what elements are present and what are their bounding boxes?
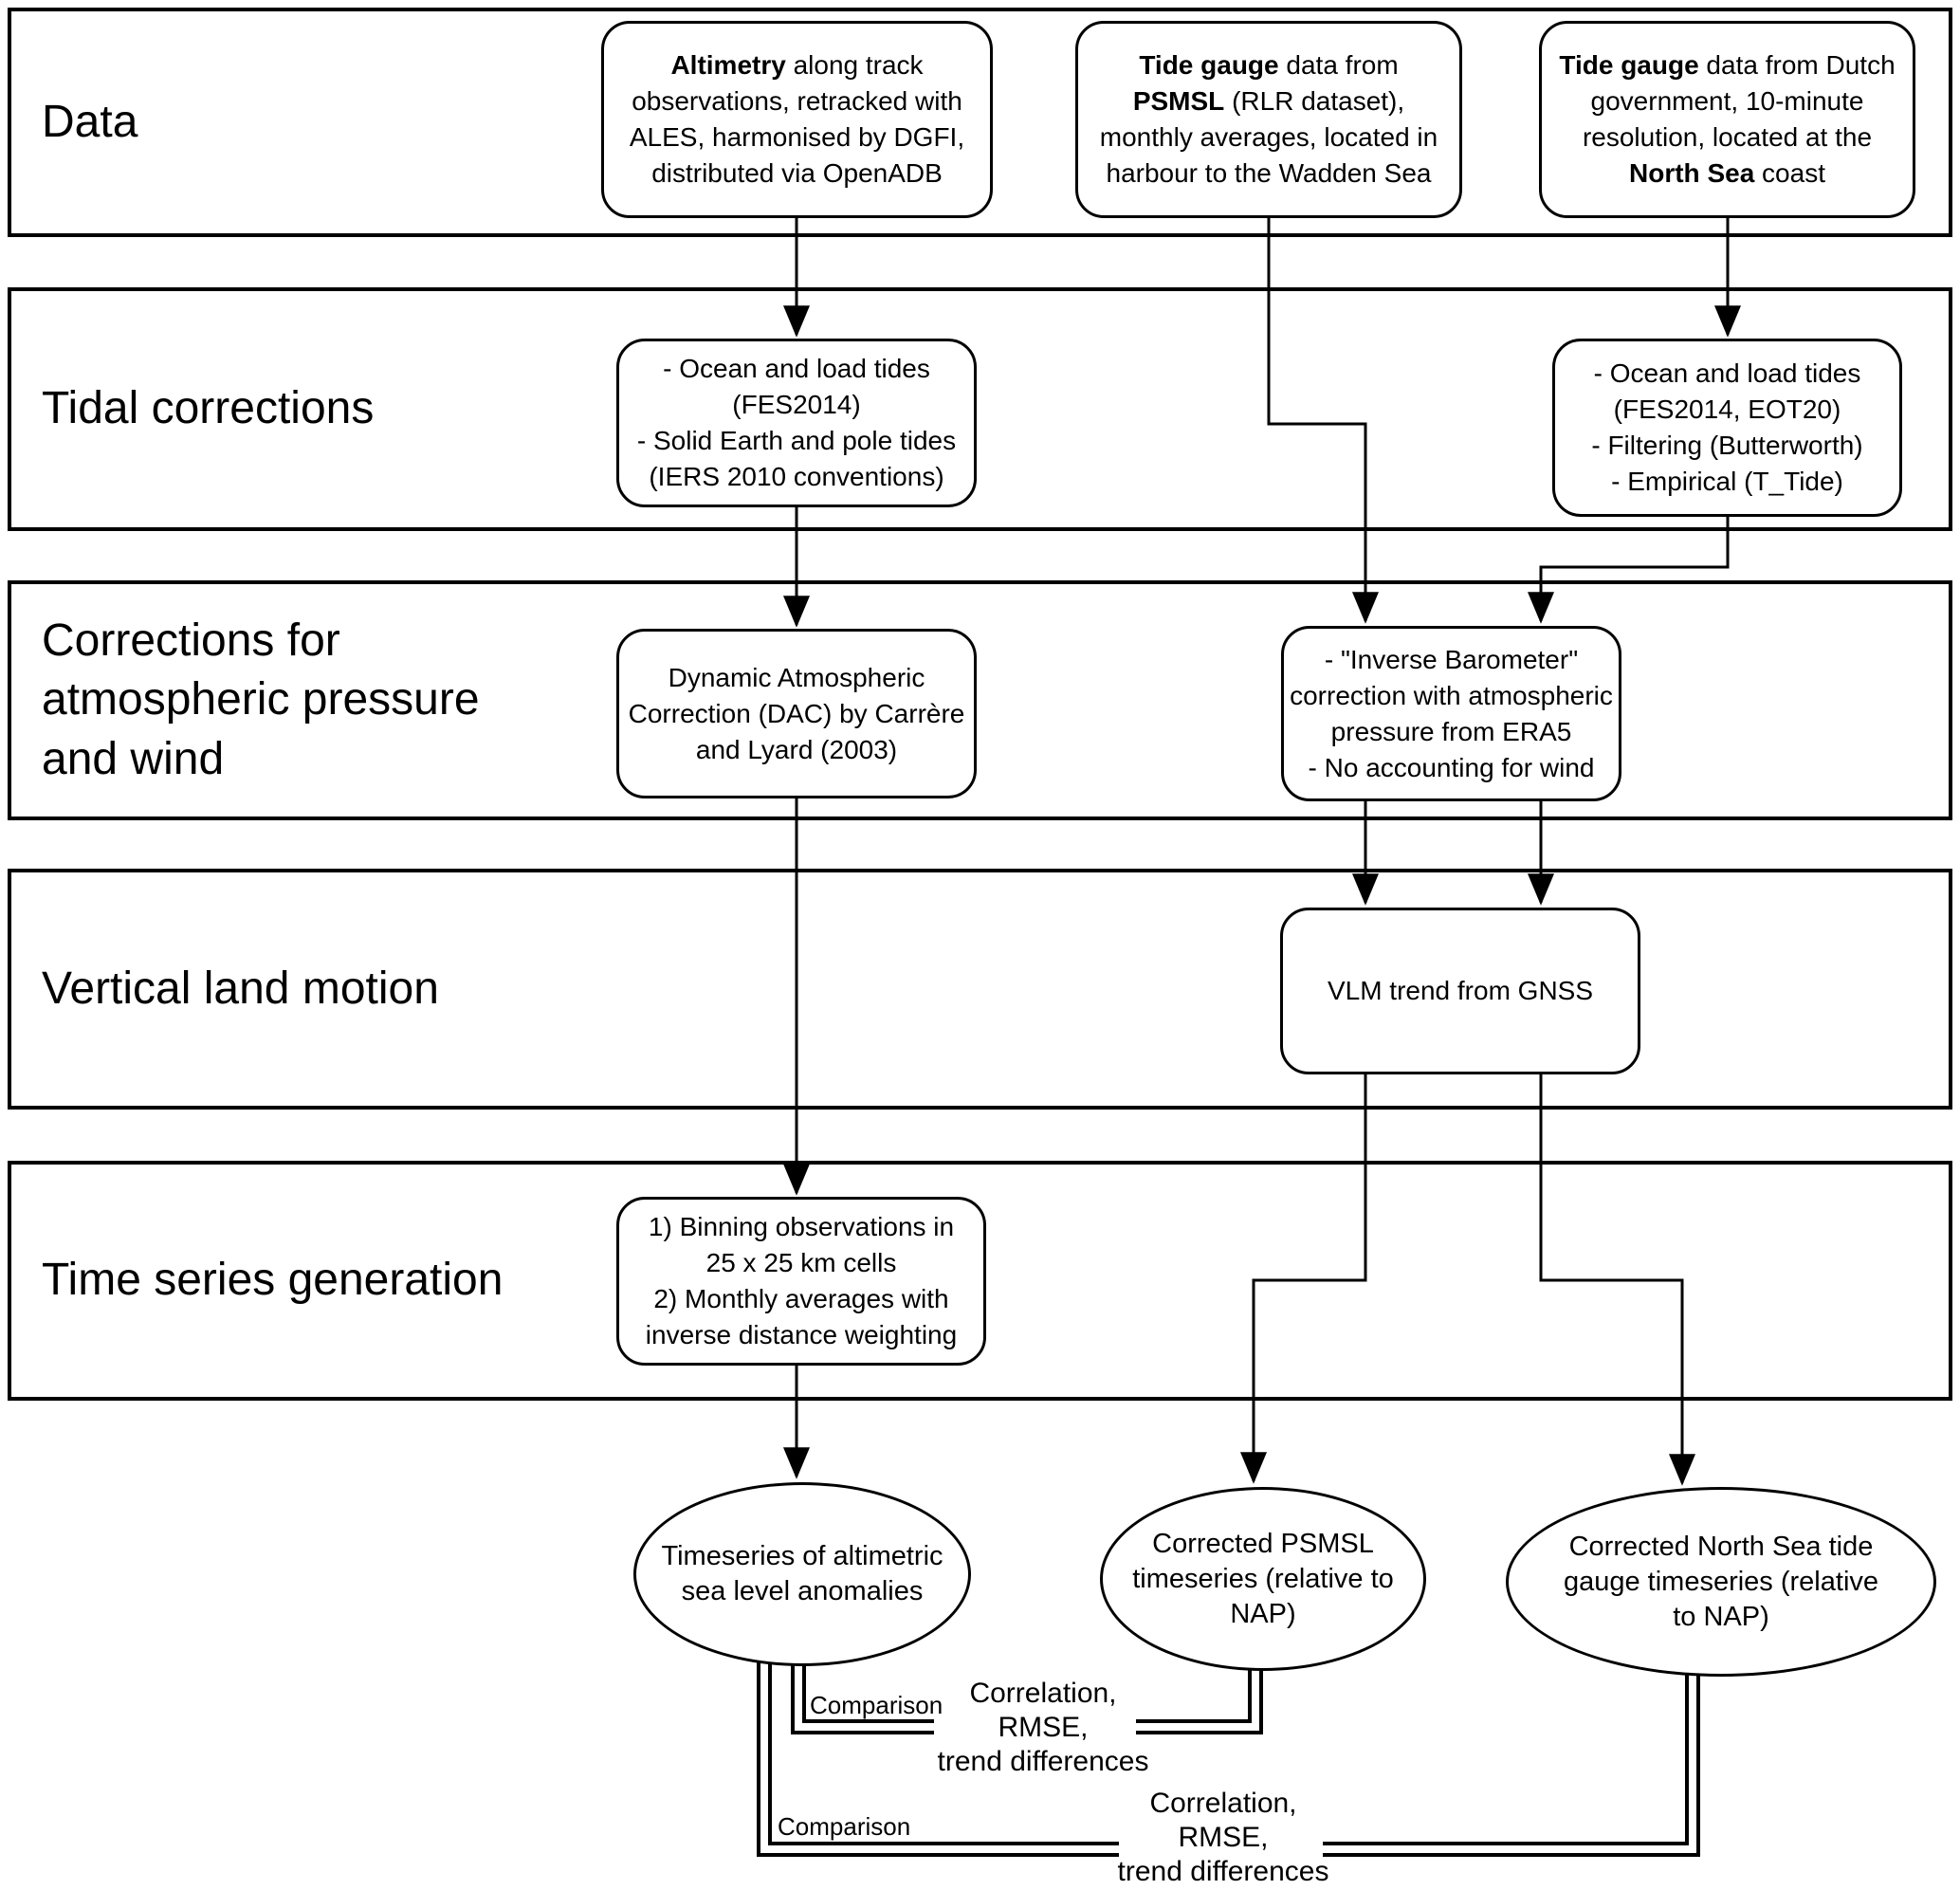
arrow-vlm-to-northsea-ellipse bbox=[1539, 1074, 1695, 1486]
comparison2-link-right bbox=[1323, 1665, 1700, 1857]
comparison1-link-left-gap bbox=[795, 1652, 934, 1731]
arrow-psmsl-to-inverse-barometer bbox=[1267, 218, 1379, 624]
box-tidal-corrections-dutch: - Ocean and load tides(FES2014, EOT20)- … bbox=[1552, 339, 1902, 517]
comparison2-link-left-gap bbox=[760, 1652, 1119, 1853]
row-label-data: Data bbox=[42, 96, 138, 147]
arrow-tidal-dutch-to-inverse-barometer bbox=[1528, 517, 1730, 624]
box-inverse-barometer: - "Inverse Barometer"correction with atm… bbox=[1281, 626, 1621, 801]
row-label-time-series-generation: Time series generation bbox=[42, 1255, 504, 1306]
comparison2-metrics: Correlation,RMSE,trend differences bbox=[1117, 1788, 1329, 1887]
row-label-vertical-land-motion: Vertical land motion bbox=[42, 963, 439, 1014]
box-vlm-trend-gnss: VLM trend from GNSS bbox=[1280, 908, 1640, 1074]
arrow-vlm-to-psmsl-ellipse bbox=[1240, 1074, 1367, 1484]
comparison2-link-right-gap bbox=[1323, 1665, 1696, 1853]
comparison1-label: Comparison bbox=[810, 1691, 943, 1719]
comparison1-link-right-gap bbox=[1136, 1661, 1259, 1731]
box-tidal-corrections-altimetry: - Ocean and load tides(FES2014)- Solid E… bbox=[616, 339, 977, 507]
row-label-tidal-corrections: Tidal corrections bbox=[42, 383, 375, 434]
comparison1-metrics: Correlation,RMSE,trend differences bbox=[937, 1678, 1149, 1777]
comparison2-label: Comparison bbox=[778, 1812, 911, 1841]
